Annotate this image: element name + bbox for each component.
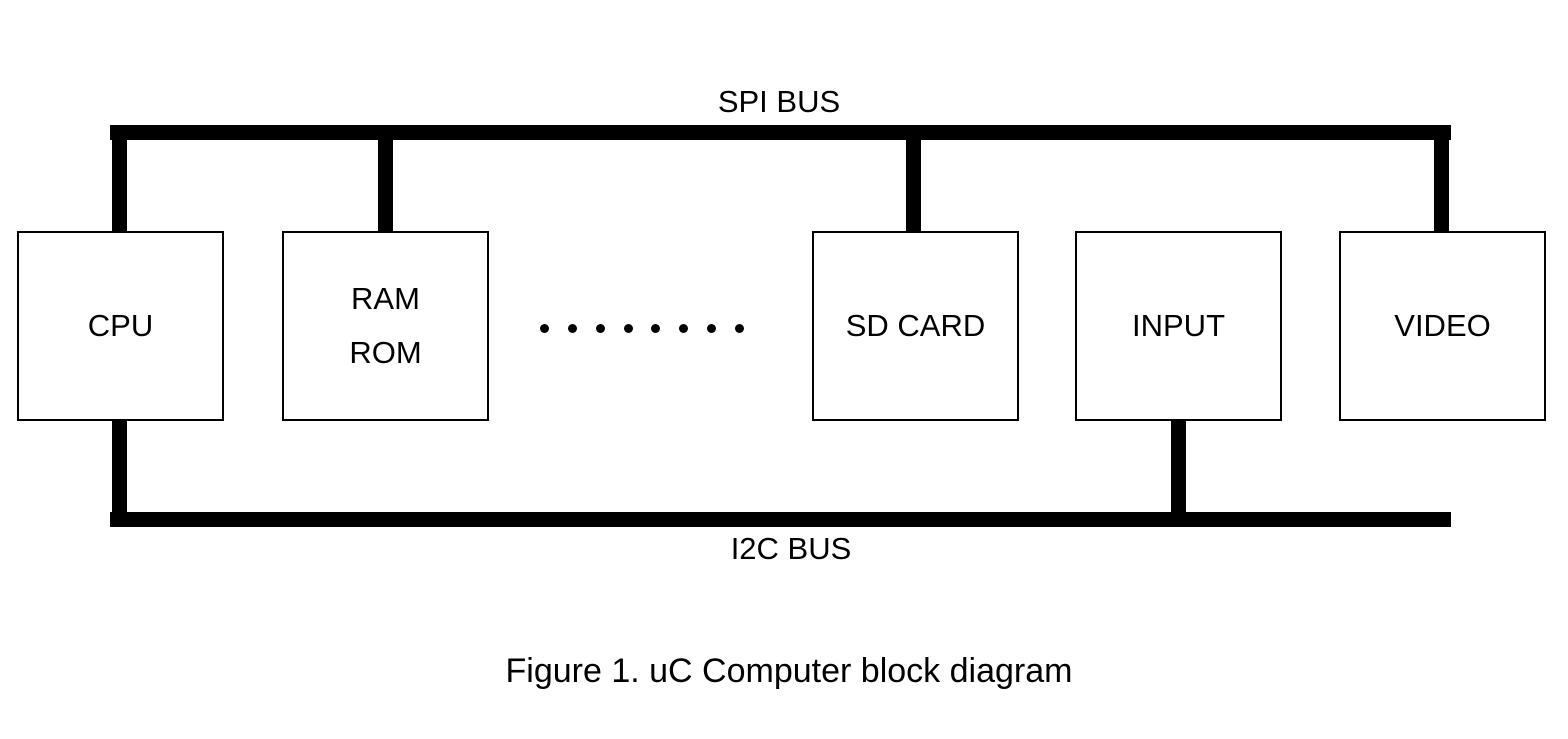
ellipsis-dot <box>734 323 744 333</box>
i2c-connector-cpu <box>112 419 127 527</box>
spi-connector-ram-rom <box>378 125 393 232</box>
spi-connector-cpu <box>112 125 127 232</box>
ellipsis-dot <box>679 323 689 333</box>
ellipsis-dots <box>540 318 744 338</box>
spi-connector-sd-card <box>906 125 921 232</box>
i2c-bus-line <box>110 512 1451 527</box>
video-label: VIDEO <box>1394 308 1491 343</box>
ellipsis-dot <box>651 323 661 333</box>
ellipsis-dot <box>540 323 549 333</box>
sd-card-label: SD CARD <box>845 308 986 343</box>
ellipsis-dot <box>567 323 577 333</box>
rom-label: ROM <box>349 335 422 370</box>
input-label: INPUT <box>1132 308 1225 343</box>
ram-rom-block: RAM ROM <box>282 231 489 421</box>
ellipsis-dot <box>595 323 605 333</box>
spi-bus-line <box>110 125 1451 140</box>
spi-bus-label: SPI BUS <box>717 84 841 119</box>
sd-card-block: SD CARD <box>812 231 1019 421</box>
figure-caption: Figure 1. uC Computer block diagram <box>505 652 1073 690</box>
input-block: INPUT <box>1075 231 1282 421</box>
cpu-block: CPU <box>17 231 224 421</box>
ellipsis-dot <box>623 323 633 333</box>
ram-label: RAM <box>351 281 420 316</box>
ellipsis-dot <box>707 323 717 333</box>
i2c-connector-input <box>1171 419 1186 527</box>
video-block: VIDEO <box>1339 231 1546 421</box>
spi-connector-video <box>1434 125 1449 232</box>
i2c-bus-label: I2C BUS <box>730 531 852 566</box>
cpu-label: CPU <box>87 308 154 343</box>
